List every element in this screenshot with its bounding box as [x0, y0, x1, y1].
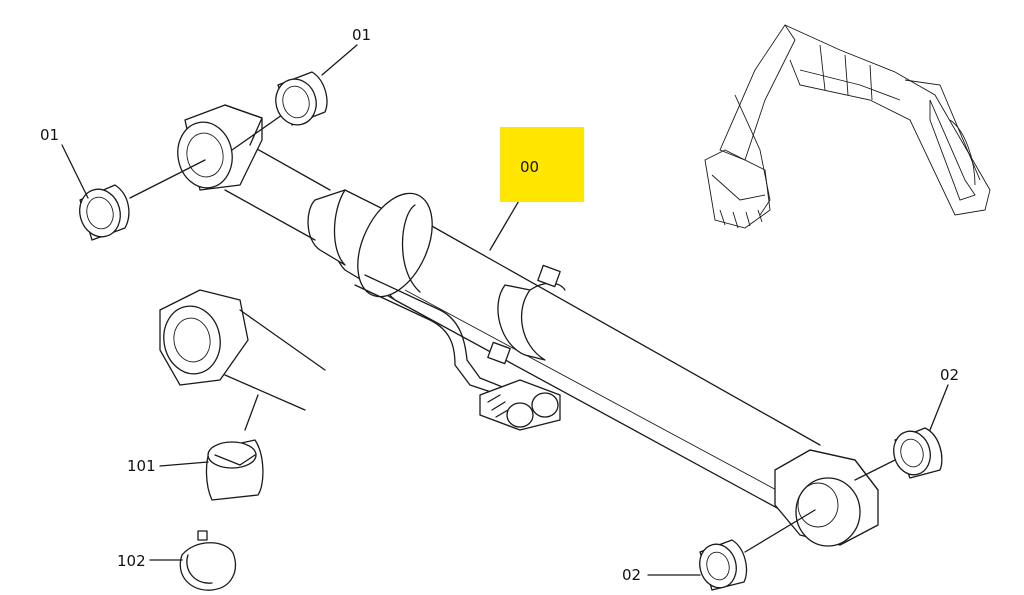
detail-rod-end[interactable]: [159, 289, 326, 431]
callout-01-top[interactable]: 01: [352, 26, 371, 44]
bushing-01-top[interactable]: [271, 71, 328, 129]
callout-102[interactable]: 102: [117, 552, 146, 570]
bushing-02-right[interactable]: [889, 427, 943, 479]
callout-101[interactable]: 101: [127, 457, 156, 475]
bushing-01-left[interactable]: [74, 184, 130, 242]
seal-101[interactable]: [205, 439, 264, 501]
excavator-thumbnail: [704, 24, 991, 229]
bushing-02-bottom[interactable]: [695, 539, 748, 592]
ring-102[interactable]: [179, 530, 237, 591]
callout-01-left[interactable]: 01: [40, 126, 59, 144]
callout-02-right[interactable]: 02: [940, 366, 959, 384]
callout-00[interactable]: 00: [520, 158, 539, 176]
callout-00-highlight: [500, 127, 584, 202]
hydraulic-cylinder-assembly[interactable]: [129, 104, 906, 553]
callout-02-bottom[interactable]: 02: [622, 566, 641, 584]
